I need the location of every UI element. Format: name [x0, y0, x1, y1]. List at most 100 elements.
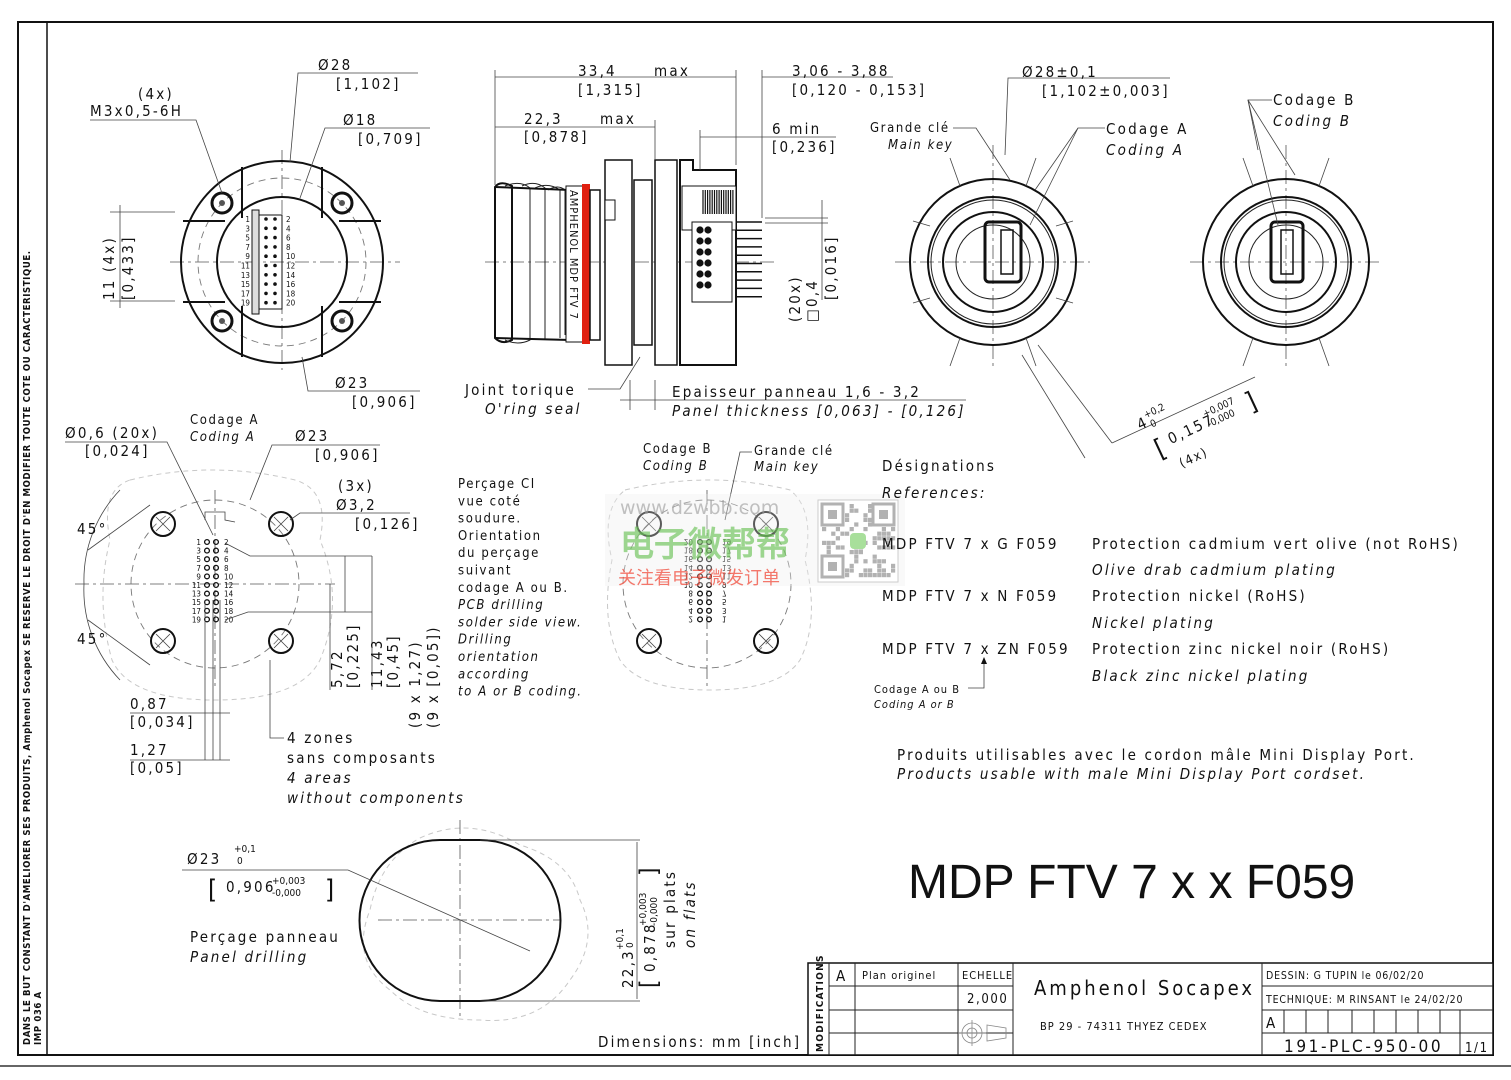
pin: [264, 217, 268, 221]
projection-symbol-icon: [958, 1020, 1007, 1046]
pcb-note-line: orientation: [458, 650, 540, 665]
pin: [273, 282, 277, 286]
pcb-note-line: PCB drilling: [458, 598, 544, 613]
body-length-inch: [0,878]: [524, 128, 589, 146]
main-key-en: Main key: [888, 138, 953, 153]
oring-label-en: O'ring seal: [485, 400, 582, 418]
pcb-hole: [705, 599, 713, 606]
pcb-hole: [705, 616, 713, 623]
reference-code: MDP FTV 7 x ZN F059: [882, 640, 1070, 658]
contact: [704, 226, 712, 234]
pcb-hole: [212, 599, 220, 606]
pin: [264, 245, 268, 249]
hole-label: 4: [224, 547, 229, 556]
contact: [704, 259, 712, 267]
row-offset-inch: [0,225]: [344, 623, 362, 688]
pcb-hole: [696, 538, 704, 546]
pcb-b-coding-en: Coding B: [643, 459, 708, 474]
hole-label: 8: [688, 589, 693, 598]
pin: [264, 273, 268, 277]
svg-text:]: ]: [1241, 387, 1262, 418]
cutout-diameter-inch-up: +0,003: [272, 876, 305, 887]
column-pitch-inch: [0,05]: [130, 759, 184, 777]
pin: [264, 226, 268, 231]
hole-label: 10: [224, 572, 234, 581]
usage-note-fr: Produits utilisables avec le cordon mâle…: [897, 746, 1416, 764]
hole-label: 19: [192, 615, 202, 624]
pin-label: 5: [245, 234, 250, 243]
hole-label: 11: [192, 581, 201, 590]
body-length-max: max: [600, 110, 636, 128]
rear-nut: [604, 159, 633, 366]
coding-a-fr: Codage A: [1106, 120, 1189, 138]
overall-length: 33,4: [578, 62, 617, 80]
scale-label: ECHELLE: [962, 969, 1013, 982]
coding-color-band: [582, 184, 590, 344]
screw-hole: [210, 309, 234, 333]
hole-label: 7: [196, 564, 201, 573]
pcb-hole: [212, 581, 220, 589]
pin-label: 4: [286, 224, 291, 233]
checked-by: TECHNIQUE: M RINSANT le 24/02/20: [1265, 994, 1463, 1006]
column-pitch: 1,27: [130, 741, 169, 759]
pin-square-inch: [0,016]: [822, 235, 840, 300]
company-address: BP 29 - 74311 THYEZ CEDEX: [1040, 1020, 1207, 1033]
overall-length-inch: [1,315]: [578, 81, 643, 99]
outer-diameter: Ø28: [318, 56, 352, 74]
pcb-hole: [705, 581, 713, 589]
contact: [704, 248, 712, 256]
pin: [273, 273, 277, 277]
pcb-a-coding-en: Coding A: [190, 430, 255, 445]
pin-label: 20: [286, 299, 296, 308]
screw-hole: [330, 191, 354, 215]
hole-label: 12: [224, 581, 233, 590]
hole-label: 9: [196, 572, 201, 581]
pcb-hole: [696, 616, 704, 623]
bolt-circle-inch: [0,906]: [352, 393, 417, 411]
pin: [273, 263, 277, 268]
pcb-hole: [705, 590, 713, 597]
main-key-fr: Grande clé: [870, 121, 950, 136]
contact: [696, 226, 704, 234]
hole-label: 9: [722, 580, 727, 589]
cutout-diameter-tol-up: +0,1: [234, 844, 256, 855]
pcb-hole: [203, 590, 211, 597]
hole-label: 11: [722, 571, 731, 580]
panel-thickness-en: Panel thickness [0,063] - [0,126]: [672, 402, 966, 420]
pin-hole-diameter: Ø0,6 (20x): [65, 424, 159, 442]
pcb-note-line: codage A ou B.: [458, 581, 569, 596]
pin: [273, 226, 277, 231]
designations-title: Désignations: [882, 457, 996, 475]
pcb-note-line: according: [458, 667, 530, 682]
row-span: 11,43: [368, 638, 386, 688]
pin-label: 3: [245, 224, 250, 233]
coding-view-b: [1190, 145, 1380, 370]
cutout-diameter-inch-lo: -0,000: [272, 888, 301, 899]
pcb-hole: [212, 590, 220, 597]
flats-inch-up: +0,003: [638, 893, 649, 926]
coding-b-fr: Codage B: [1273, 91, 1356, 109]
pin-label: 14: [286, 271, 296, 280]
flats-inch-lo: -0,000: [649, 897, 660, 926]
panel-drilling-en: Panel drilling: [190, 948, 308, 966]
hole-label: 5: [196, 555, 201, 564]
mount-hole-diameter: Ø3,2: [336, 496, 377, 514]
hole-label: 20: [224, 615, 234, 624]
hole-label: 14: [684, 563, 694, 572]
pcb-hole: [203, 564, 211, 571]
pin: [264, 282, 268, 286]
pcb-note-line: du perçage: [458, 546, 540, 561]
pcb-note-line: suivant: [458, 564, 512, 579]
watermark-url: www.dzwbb.com: [620, 497, 779, 519]
hole-label: 2: [224, 538, 229, 547]
pin: [264, 291, 268, 296]
hole-label: 3: [196, 547, 201, 556]
flats-note-en: on flats: [681, 880, 699, 948]
pin-label: 9: [245, 252, 250, 261]
zones-line-3: 4 areas: [287, 769, 353, 787]
designations-table: Désignations References: MDP FTV 7 x G F…: [874, 457, 1458, 783]
hole-label: 15: [192, 598, 201, 607]
pcb-hole: [696, 599, 704, 606]
